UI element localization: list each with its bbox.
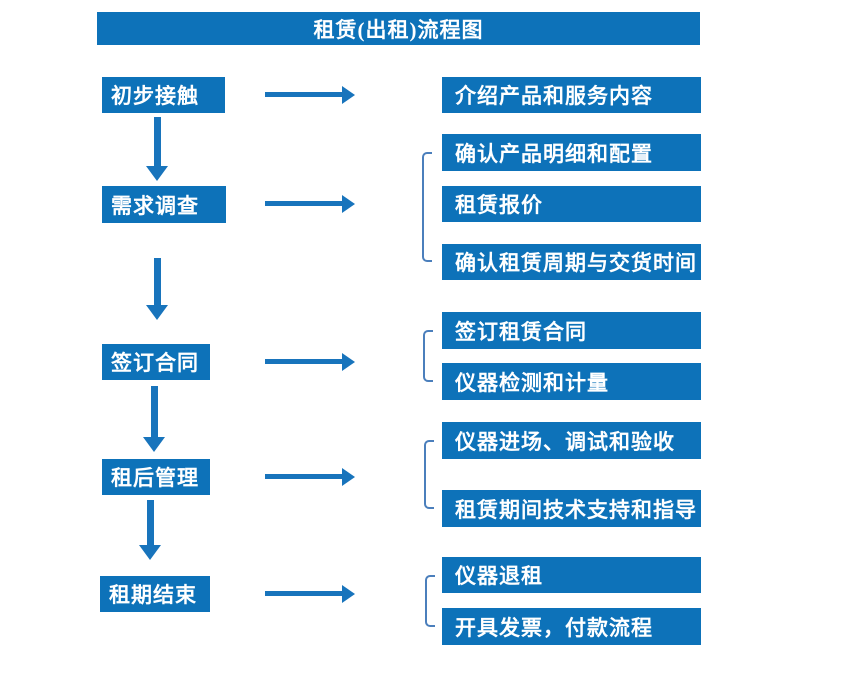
output-box: 仪器检测和计量 (442, 363, 701, 400)
right-arrow-icon (265, 86, 355, 104)
step-box-2: 需求调查 (102, 186, 226, 223)
group-bracket (423, 330, 433, 382)
right-arrow-icon (265, 585, 355, 603)
output-box: 开具发票，付款流程 (442, 608, 701, 645)
group-bracket (422, 152, 432, 262)
output-box: 仪器进场、调试和验收 (442, 422, 701, 459)
right-arrow-icon (265, 468, 355, 486)
output-box: 介绍产品和服务内容 (442, 77, 701, 113)
down-arrow-icon (146, 258, 168, 320)
group-bracket (424, 440, 434, 509)
output-box: 租赁报价 (442, 186, 701, 222)
right-arrow-icon (265, 353, 355, 371)
down-arrow-icon (146, 117, 168, 181)
step-box-4: 租后管理 (102, 459, 210, 495)
down-arrow-icon (139, 500, 161, 560)
step-box-3: 签订合同 (102, 344, 210, 380)
group-bracket (425, 575, 435, 627)
output-box: 确认产品明细和配置 (442, 134, 701, 171)
output-box: 租赁期间技术支持和指导 (442, 490, 701, 527)
output-box: 确认租赁周期与交货时间 (442, 244, 701, 280)
output-box: 签订租赁合同 (442, 312, 701, 349)
right-arrow-icon (265, 195, 355, 213)
step-box-5: 租期结束 (100, 576, 210, 612)
diagram-title: 租赁(出租)流程图 (97, 12, 700, 45)
down-arrow-icon (143, 386, 165, 452)
output-box: 仪器退租 (442, 557, 701, 593)
step-box-1: 初步接触 (102, 77, 225, 113)
